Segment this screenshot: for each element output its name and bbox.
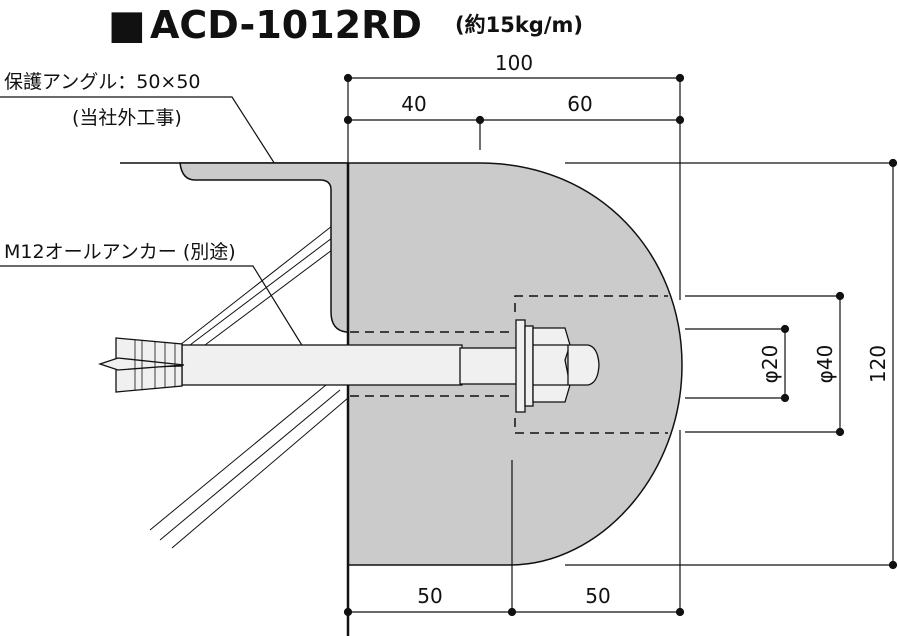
hole-dashed-lines — [350, 295, 668, 434]
dim-right-top: 60 — [567, 92, 592, 116]
anchor-label: M12オールアンカー (別途) — [4, 241, 236, 263]
dim-hole-small: φ20 — [758, 345, 782, 384]
anchor-bolt — [97, 319, 600, 413]
protective-angle — [179, 162, 349, 333]
title-model: ACD-1012RD — [150, 3, 422, 47]
title-weight: (約15kg/m) — [455, 13, 583, 37]
bottom-dimension-lines — [343, 430, 685, 617]
angle-note-label: (当社外工事) — [72, 107, 182, 129]
dim-hole-large: φ40 — [813, 345, 837, 384]
dim-height: 120 — [866, 345, 890, 383]
angle-leader-line — [0, 96, 281, 173]
concrete-diagonal-lines — [149, 225, 349, 549]
anchor-leader-line — [0, 265, 317, 369]
dim-total-width: 100 — [495, 51, 533, 75]
dim-left-top: 40 — [401, 92, 426, 116]
dim-bottom-right: 50 — [585, 584, 610, 608]
title-square: ■ — [108, 2, 146, 48]
top-dimension-lines — [343, 73, 685, 300]
dim-bottom-left: 50 — [417, 584, 442, 608]
right-dimension-lines — [565, 158, 898, 570]
angle-label: 保護アングル：50×50 — [4, 71, 201, 93]
